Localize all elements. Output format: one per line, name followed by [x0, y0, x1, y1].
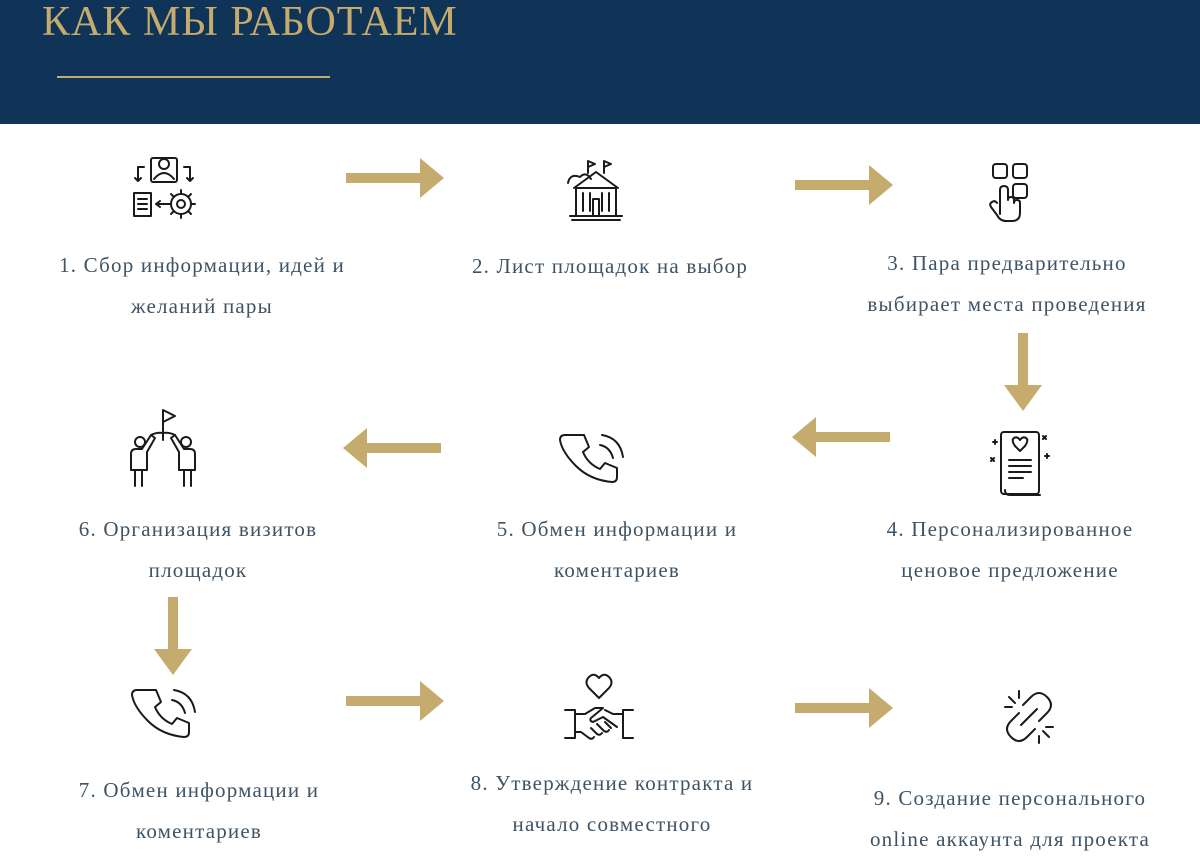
step-1-label: 1. Сбор информации, идей и желаний пары	[59, 253, 345, 318]
step-8-label: 8. Утверждение контракта и начало совмес…	[470, 771, 754, 836]
team-workflow-icon	[124, 153, 204, 233]
step-5-label: 5. Обмен информации и коментариев	[496, 517, 738, 582]
venue-building-icon	[556, 153, 636, 233]
phone-call-icon	[555, 425, 635, 505]
step-4-label: 4. Персонализированное ценовое предложен…	[886, 517, 1134, 582]
step-7-label: 7. Обмен информации и коментариев	[78, 778, 320, 843]
step-3-label: 3. Пара предварительно выбирает места пр…	[867, 251, 1147, 316]
step-6-label: 6. Организация визитов площадок	[78, 517, 318, 582]
step-2-label: 2. Лист площадок на выбор	[471, 254, 749, 278]
touch-select-icon	[971, 150, 1051, 230]
arrow-right-1-2	[346, 158, 446, 198]
arrow-right-7-8	[346, 681, 446, 721]
arrow-left-4-5	[790, 417, 890, 457]
arrow-down-6-7	[153, 597, 193, 677]
arrow-left-5-6	[341, 428, 441, 468]
team-flag-icon	[123, 408, 203, 488]
phone-call-icon	[127, 680, 207, 760]
header-banner: КАК МЫ РАБОТАЕМ	[0, 0, 1200, 124]
arrow-right-8-9	[795, 688, 895, 728]
arrow-right-2-3	[795, 165, 895, 205]
arrow-down-3-4	[1003, 333, 1043, 413]
proposal-document-icon	[981, 424, 1061, 504]
title-underline	[57, 76, 330, 78]
link-chain-icon	[989, 677, 1069, 757]
page-title: КАК МЫ РАБОТАЕМ	[42, 0, 458, 45]
handshake-heart-icon	[559, 668, 639, 748]
step-9-label: 9. Создание персонального online аккаунт…	[869, 786, 1151, 851]
